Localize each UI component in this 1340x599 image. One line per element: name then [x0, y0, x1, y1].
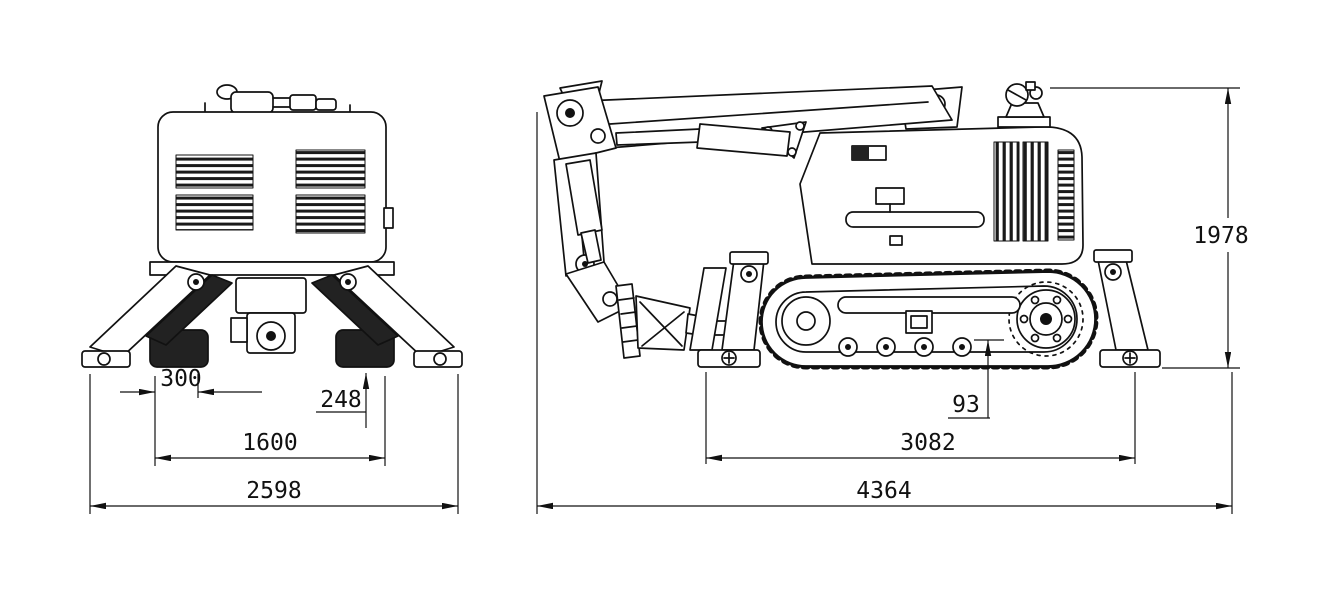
front-view [81, 84, 463, 368]
dim-4364: 4364 [536, 112, 1233, 514]
dim-label-2598: 2598 [246, 478, 301, 504]
side-view [543, 80, 1161, 370]
dim-1600: 1600 [155, 376, 386, 466]
boom-arm [543, 80, 963, 359]
road-wheels [838, 337, 972, 357]
dim-93: 93 [948, 339, 1004, 419]
dim-label-1978: 1978 [1193, 223, 1248, 249]
exhaust-assembly [204, 84, 351, 114]
beacon-assembly [997, 81, 1051, 128]
outrigger-rear-side-view [1093, 249, 1161, 368]
dim-248: 248 [316, 373, 370, 428]
dim-2598: 2598 [89, 374, 459, 514]
dim-300: 300 [120, 366, 262, 466]
chassis-front [81, 261, 463, 368]
outrigger-right-front-view [333, 265, 463, 368]
outrigger-left-front-view [81, 265, 211, 368]
stick-cylinder [565, 159, 603, 264]
vent-grille-front [175, 149, 366, 234]
tool-mount-front [230, 277, 307, 354]
idler-wheel [781, 296, 831, 346]
dim-label-1600: 1600 [242, 430, 297, 456]
machine-body-side [799, 126, 1084, 265]
dim-3082: 3082 [705, 372, 1136, 464]
drive-sprocket [1008, 281, 1084, 357]
dim-label-4364: 4364 [856, 478, 911, 504]
dim-label-3082: 3082 [900, 430, 955, 456]
machine-body-front [157, 111, 394, 263]
boom-cylinder [615, 123, 791, 157]
side-dimensions: 1978 93 3082 4364 [536, 87, 1249, 514]
dim-1978: 1978 [1050, 87, 1249, 369]
elbow-joint [543, 80, 617, 163]
dim-label-300: 300 [160, 366, 202, 392]
outrigger-front-side-view [689, 251, 769, 368]
front-dimensions: 300 248 1600 2598 [89, 366, 459, 514]
vent-grille-side [993, 141, 1075, 242]
dim-label-248: 248 [320, 387, 362, 413]
track-assembly-side [758, 268, 1099, 370]
side-handle [845, 211, 985, 228]
dim-label-93: 93 [952, 392, 980, 418]
